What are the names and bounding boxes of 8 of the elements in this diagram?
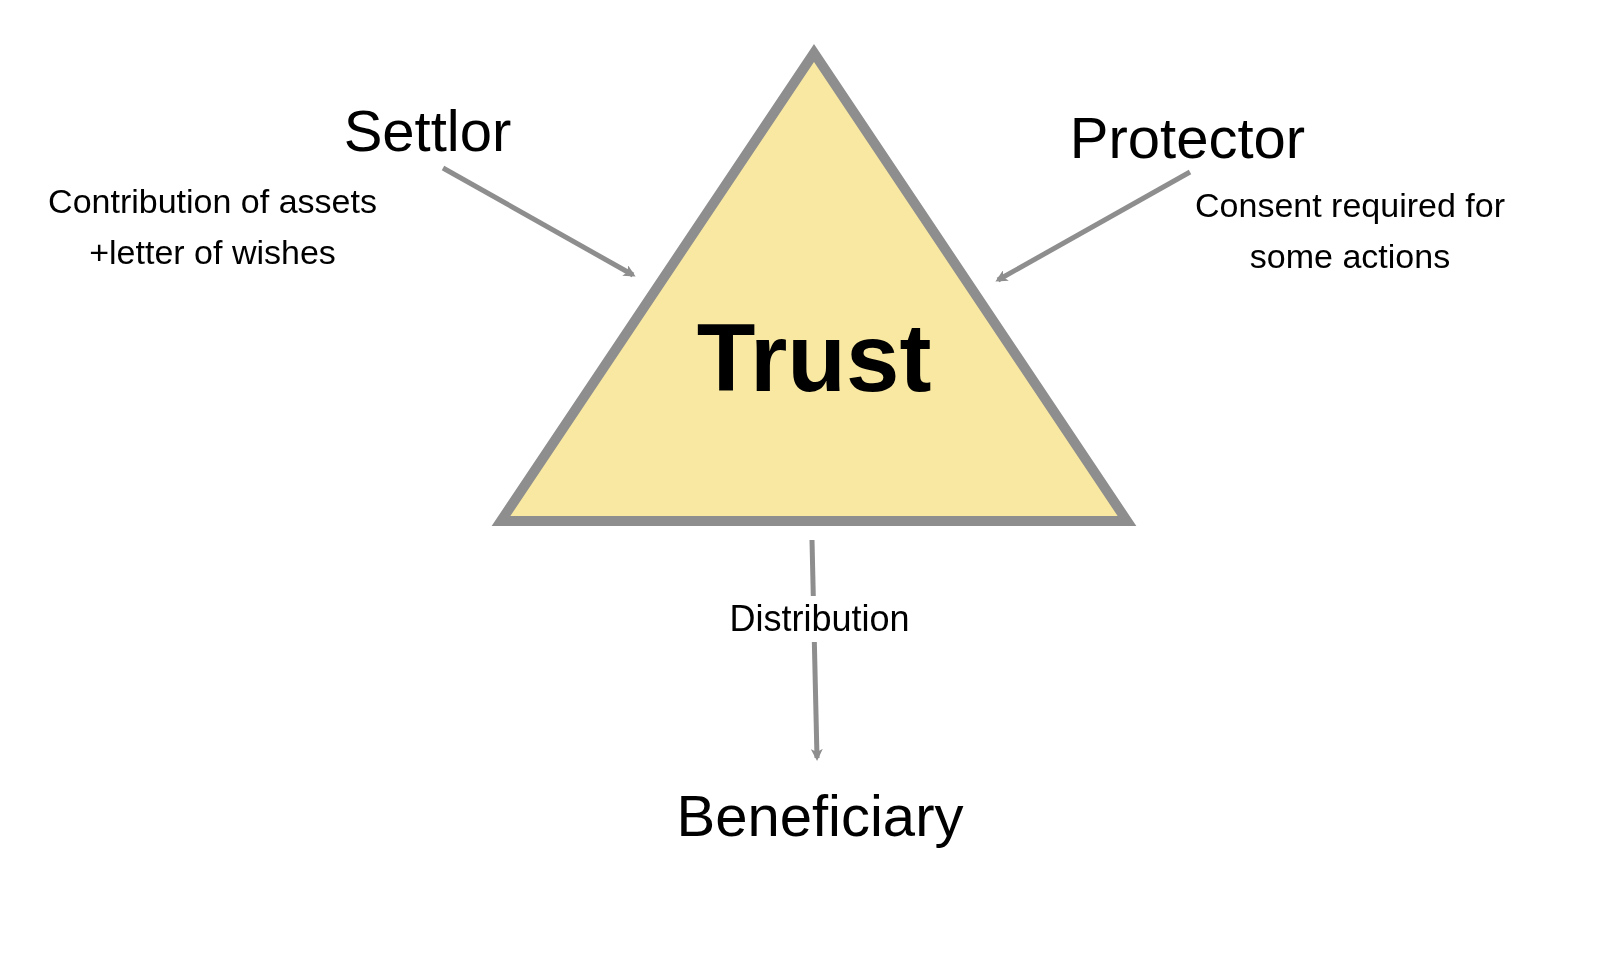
triangle-title: Trust (696, 303, 932, 413)
arrow (441, 165, 636, 278)
role-title: Protector (1069, 103, 1306, 171)
arrow (995, 169, 1192, 283)
role-title: Settlor (343, 96, 512, 164)
role-description: Consent required for some actions (1194, 185, 1506, 277)
role-title: Beneficiary (676, 781, 964, 849)
role-description: Contribution of assets +letter of wishes (47, 181, 378, 273)
